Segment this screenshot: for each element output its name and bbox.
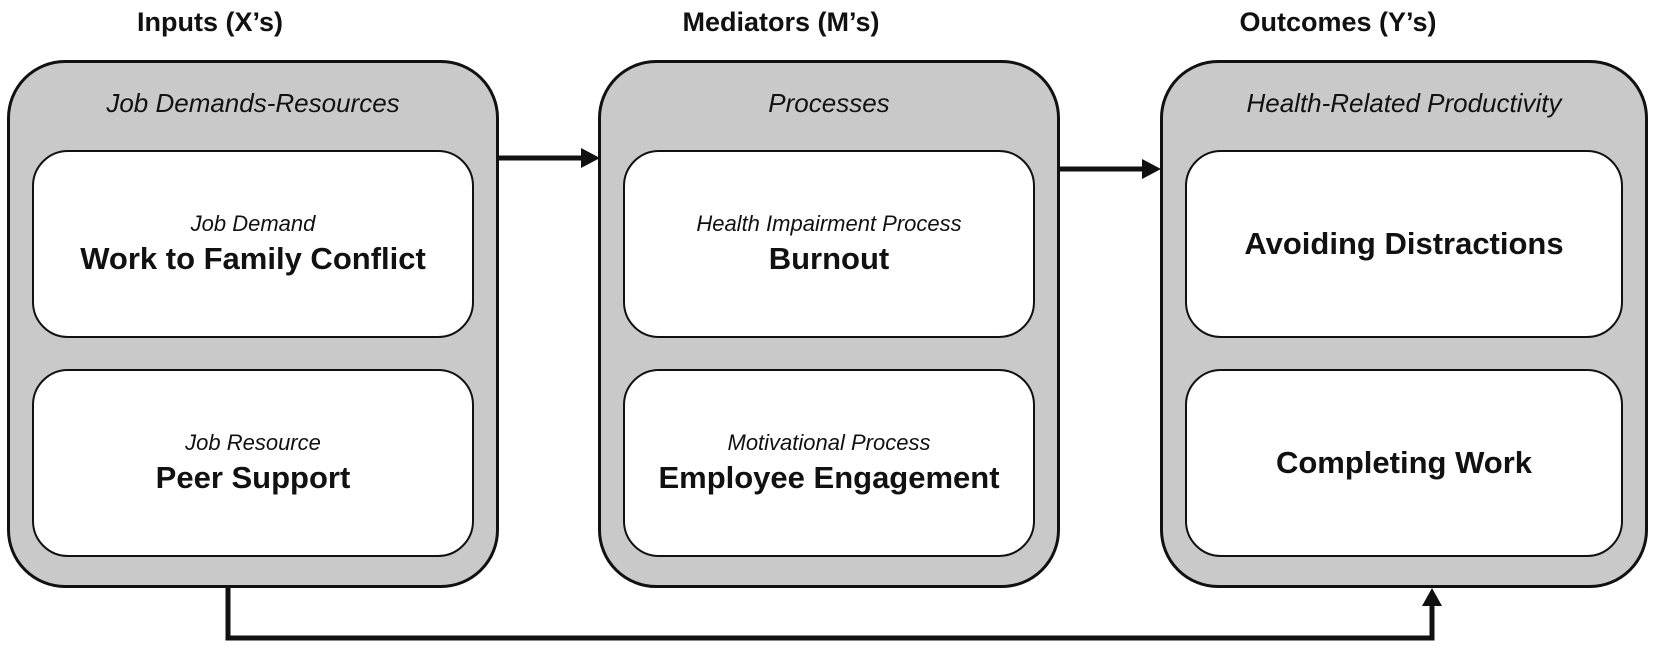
employee-engagement-label: Employee Engagement — [658, 460, 1000, 495]
arrow-mediators-to-outcomes — [1058, 159, 1161, 179]
completing-work-label: Completing Work — [1275, 445, 1533, 480]
outcomes-heading: Outcomes (Y’s) — [1239, 7, 1437, 37]
job-demand-label: Job Demand — [190, 211, 316, 236]
arrow-inputs-to-mediators — [496, 148, 600, 168]
job-resource-label: Job Resource — [185, 430, 321, 455]
completing-work-box: Completing Work — [1185, 369, 1623, 557]
outcomes-panel-title: Health-Related Productivity — [1246, 88, 1562, 118]
burnout-label: Burnout — [768, 241, 890, 276]
outcomes-panel: Health-Related Productivity Avoiding Dis… — [1160, 60, 1648, 588]
work-to-family-conflict-label: Work to Family Conflict — [80, 241, 426, 276]
work-to-family-conflict-box: Job Demand Work to Family Conflict — [32, 150, 474, 338]
mediators-panel: Processes Health Impairment Process Burn… — [598, 60, 1060, 588]
avoiding-distractions-label: Avoiding Distractions — [1244, 226, 1564, 261]
burnout-box: Health Impairment Process Burnout — [623, 150, 1035, 338]
avoiding-distractions-box: Avoiding Distractions — [1185, 150, 1623, 338]
inputs-heading: Inputs (X’s) — [137, 7, 283, 37]
mediators-heading: Mediators (M’s) — [682, 7, 880, 37]
mediators-panel-title: Processes — [768, 88, 890, 118]
motivational-process-label: Motivational Process — [727, 430, 931, 455]
inputs-panel: Job Demands-Resources Job Demand Work to… — [7, 60, 499, 588]
peer-support-box: Job Resource Peer Support — [32, 369, 474, 557]
peer-support-label: Peer Support — [155, 460, 351, 495]
arrow-inputs-to-outcomes-direct — [225, 586, 1442, 641]
health-impairment-process-label: Health Impairment Process — [696, 211, 962, 236]
employee-engagement-box: Motivational Process Employee Engagement — [623, 369, 1035, 557]
inputs-panel-title: Job Demands-Resources — [106, 88, 400, 118]
